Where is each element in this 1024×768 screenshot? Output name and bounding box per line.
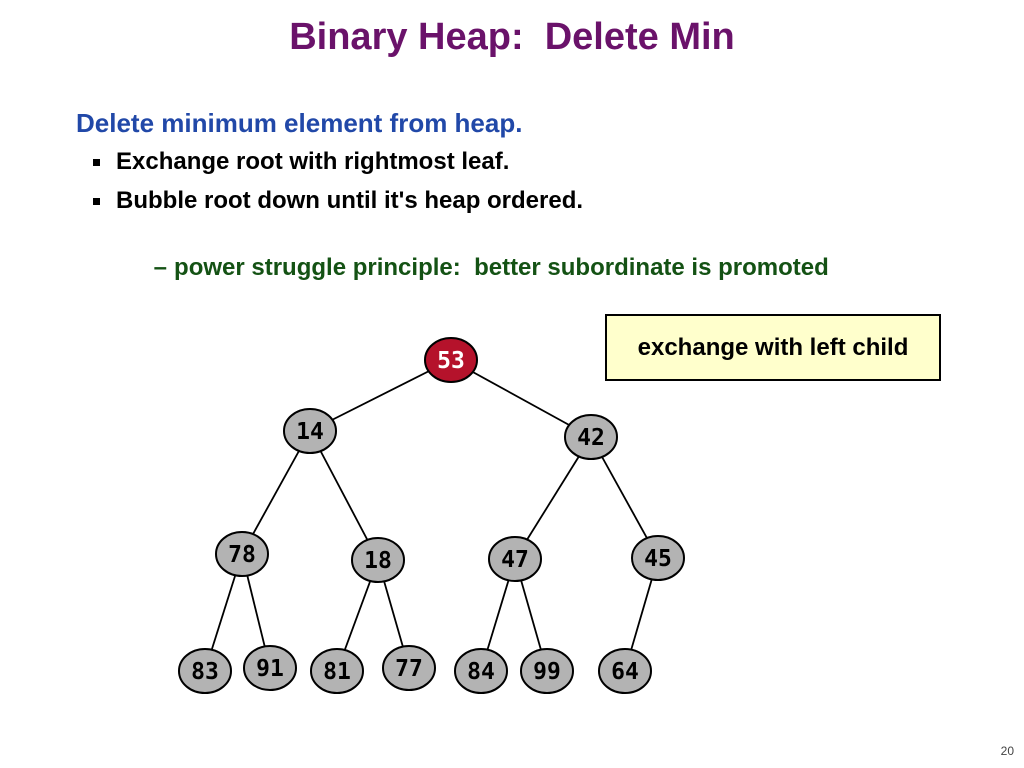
tree-node-circle	[283, 408, 337, 454]
bullet-text: Bubble root down until it's heap ordered…	[116, 187, 584, 214]
bullet-item: Exchange root with rightmost leaf.	[93, 148, 509, 176]
tree-node-circle	[310, 648, 364, 694]
tree-node-91: 91	[243, 645, 297, 691]
tree-node-64: 64	[598, 648, 652, 694]
tree-node-value: 64	[611, 659, 639, 685]
callout-label: exchange with left child	[637, 333, 909, 361]
tree-node-circle	[564, 414, 618, 460]
tree-node-77: 77	[382, 645, 436, 691]
tree-node-circle	[351, 537, 405, 583]
tree-node-circle	[178, 648, 232, 694]
tree-node-value: 78	[228, 542, 256, 568]
tree-node-circle	[454, 648, 508, 694]
tree-node-99: 99	[520, 648, 574, 694]
tree-node-42: 42	[564, 414, 618, 460]
dash-icon: –	[153, 254, 168, 281]
bullet-text: Exchange root with rightmost leaf.	[116, 148, 510, 175]
tree-node-value: 91	[256, 656, 284, 682]
heading: Delete minimum element from heap.	[76, 108, 523, 138]
sub-bullet-text: power struggle principle: better subordi…	[174, 254, 829, 281]
tree-node-value: 77	[395, 656, 423, 682]
tree-node-47: 47	[488, 536, 542, 582]
square-bullet-icon	[93, 198, 100, 206]
page-number: 20	[1000, 744, 1014, 758]
tree-node-78: 78	[215, 531, 269, 577]
tree-node-81: 81	[310, 648, 364, 694]
tree-node-value: 81	[323, 659, 351, 685]
slide-title: Binary Heap: Delete Min	[289, 16, 735, 58]
tree-node-84: 84	[454, 648, 508, 694]
tree-node-circle	[215, 531, 269, 577]
tree-node-value: 45	[644, 546, 672, 572]
sub-bullet-item: –power struggle principle: better subord…	[127, 226, 829, 310]
tree-node-18: 18	[351, 537, 405, 583]
tree-edge-14-18	[309, 430, 379, 561]
tree-node-value: 42	[577, 425, 605, 451]
tree-node-circle	[520, 648, 574, 694]
tree-node-83: 83	[178, 648, 232, 694]
tree-node-45: 45	[631, 535, 685, 581]
square-bullet-icon	[93, 159, 100, 167]
tree-node-value: 14	[296, 419, 324, 445]
tree-edge-53-14	[309, 359, 452, 432]
tree-node-value: 53	[437, 348, 465, 374]
tree-node-value: 18	[364, 548, 392, 574]
tree-node-53: 53	[424, 337, 478, 383]
tree-node-circle	[631, 535, 685, 581]
tree-node-circle	[598, 648, 652, 694]
tree-node-circle	[243, 645, 297, 691]
tree-edge-53-42	[450, 359, 592, 438]
tree-node-circle	[488, 536, 542, 582]
tree-node-value: 47	[501, 547, 529, 573]
callout-box: exchange with left child	[605, 314, 941, 381]
tree-node-circle	[382, 645, 436, 691]
tree-node-value: 84	[467, 659, 495, 685]
tree-node-circle	[424, 337, 478, 383]
tree-node-14: 14	[283, 408, 337, 454]
bullet-item: Bubble root down until it's heap ordered…	[93, 187, 583, 215]
tree-node-value: 99	[533, 659, 561, 685]
tree-node-value: 83	[191, 659, 219, 685]
